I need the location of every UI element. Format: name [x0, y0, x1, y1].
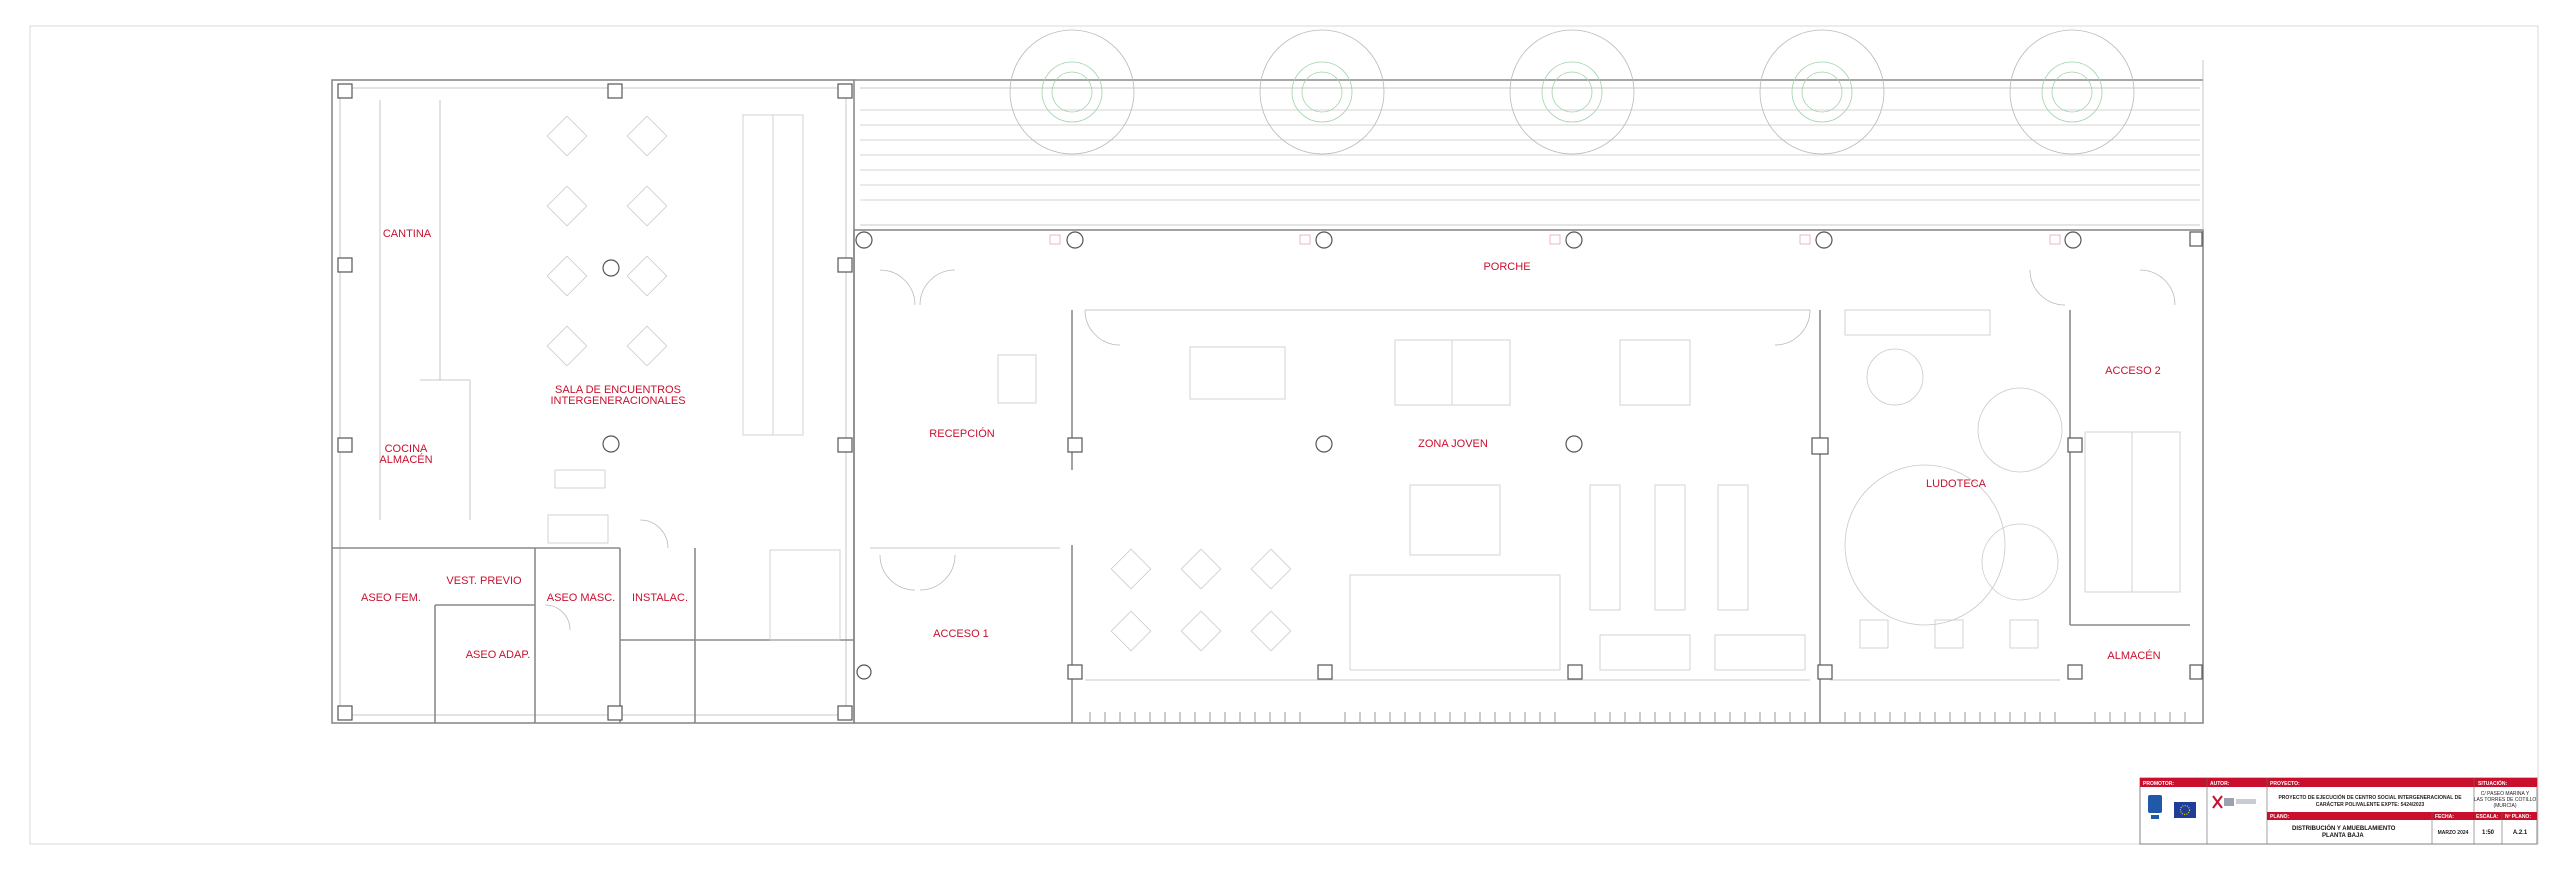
- room-label-acceso-2: ACCESO 2: [2105, 365, 2161, 377]
- doors: [544, 269, 2176, 631]
- room-label-porche: PORCHE: [1483, 261, 1530, 273]
- section-markers: [1049, 234, 2061, 245]
- label-fecha: FECHA:: [2435, 814, 2454, 820]
- situacion-line3: (MURCIA): [2493, 803, 2516, 809]
- label-autor: AUTOR:: [2210, 781, 2230, 787]
- fecha-value: MARZO 2024: [2438, 830, 2469, 836]
- room-label-aseo-adap: ASEO ADAP.: [466, 649, 531, 661]
- pillars: [337, 83, 2203, 721]
- terrace-and-trees: [860, 29, 2200, 201]
- facade-window-marks: [1089, 712, 2186, 722]
- label-escala: ESCALA:: [2476, 814, 2499, 820]
- label-plano: PLANO:: [2270, 814, 2290, 820]
- sheet-frame: [29, 25, 2539, 845]
- plano-title-line2: PLANTA BAJA: [2322, 833, 2364, 839]
- title-block-header-bar: [2140, 778, 2537, 787]
- room-label-sala-line1: SALA DE ENCUENTROS: [555, 384, 681, 396]
- title-block: PROMOTOR: AUTOR: PROYECTO: SITUACIÓN: PR…: [2139, 777, 2538, 845]
- label-promotor: PROMOTOR:: [2143, 781, 2174, 787]
- room-label-ludoteca: LUDOTECA: [1926, 478, 1987, 490]
- building-walls: [331, 60, 2204, 724]
- municipal-seal-logo: [2148, 795, 2162, 819]
- room-label-cocina-line2: ALMACÉN: [379, 453, 432, 466]
- room-label-recepcion: RECEPCIÓN: [929, 427, 994, 440]
- room-label-almacen: ALMACÉN: [2107, 649, 2160, 662]
- eu-flag-logo: [2174, 802, 2196, 818]
- project-title-line1: PROYECTO DE EJECUCIÓN DE CENTRO SOCIAL I…: [2278, 793, 2462, 801]
- label-proyecto: PROYECTO:: [2270, 781, 2300, 787]
- room-label-zona-joven: ZONA JOVEN: [1418, 438, 1488, 450]
- room-label-aseo-masc: ASEO MASC.: [547, 592, 615, 604]
- escala-value: 1:50: [2482, 830, 2495, 836]
- project-title-line2: CARÁCTER POLIVALENTE EXPTE: 5424/2023: [2316, 801, 2425, 808]
- label-nplano: Nº PLANO:: [2505, 814, 2531, 820]
- label-situacion: SITUACIÓN:: [2478, 779, 2508, 787]
- room-label-cantina: CANTINA: [383, 228, 432, 240]
- room-label-vest-previo: VEST. PREVIO: [446, 575, 522, 587]
- nplano-value: A.2.1: [2513, 830, 2528, 836]
- room-labels: CANTINA SALA DE ENCUENTROS INTERGENERACI…: [361, 228, 2161, 662]
- situacion-line2: LAS TORRES DE COTILLO: [2474, 797, 2537, 803]
- room-label-instalac: INSTALAC.: [632, 592, 688, 604]
- room-label-cocina-line1: COCINA: [385, 443, 428, 455]
- author-logo: [2212, 795, 2256, 809]
- room-label-sala-line2: INTERGENERACIONALES: [550, 395, 685, 407]
- plano-title-line1: DISTRIBUCIÓN Y AMUEBLAMIENTO: [2292, 824, 2396, 832]
- situacion-line1: C/ PASEO MARINA Y: [2481, 791, 2530, 797]
- room-label-acceso-1: ACCESO 1: [933, 628, 989, 640]
- furniture: [546, 114, 2181, 671]
- room-label-aseo-fem: ASEO FEM.: [361, 592, 421, 604]
